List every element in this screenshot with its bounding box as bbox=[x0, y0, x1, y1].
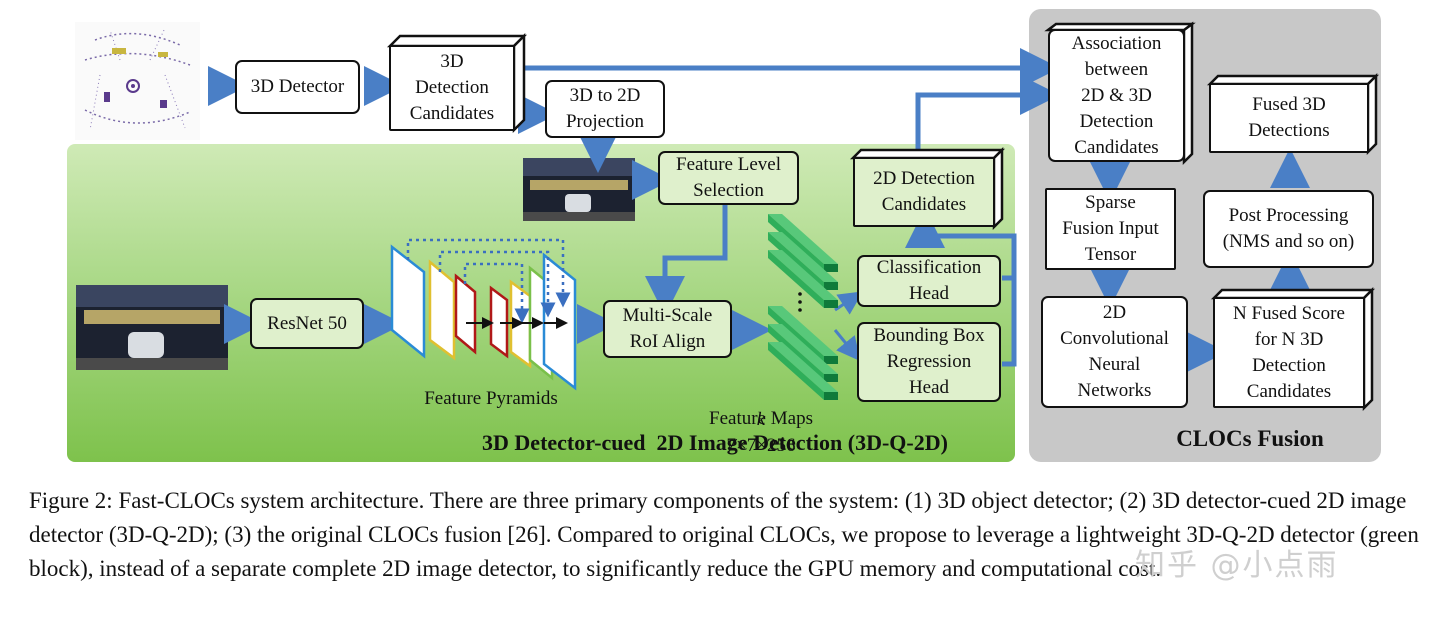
classification-head-box: Classification Head bbox=[857, 255, 1001, 307]
feature-maps-label: Feature Maps bbox=[709, 408, 813, 429]
resnet-box: ResNet 50 bbox=[250, 298, 364, 349]
fused-score-box: N Fused Score for N 3D Detection Candida… bbox=[1213, 297, 1365, 408]
sparse-tensor-box: Sparse Fusion Input Tensor bbox=[1045, 188, 1176, 270]
figure-caption: Figure 2: Fast-CLOCs system architecture… bbox=[29, 488, 1419, 581]
camera-image-small bbox=[523, 158, 635, 221]
feature-level-selection-box: Feature Level Selection bbox=[658, 151, 799, 205]
lidar-point-cloud-image bbox=[75, 22, 200, 140]
detector-3d-box: 3D Detector bbox=[235, 60, 360, 114]
feature-map-cubes bbox=[768, 214, 838, 400]
flow-arrows bbox=[208, 48, 1310, 372]
feature-pyramids-label: Feature Pyramids bbox=[424, 388, 558, 409]
feature-maps-dims-label: k 7×7×256 bbox=[683, 381, 839, 459]
camera-image-large bbox=[76, 285, 228, 370]
roi-align-box: Multi-Scale RoI Align bbox=[603, 300, 732, 358]
bbox-regression-head-box: Bounding Box Regression Head bbox=[857, 322, 1001, 402]
association-box: Association between 2D & 3D Detection Ca… bbox=[1048, 29, 1185, 162]
green-region-title: 3D Detector-cued 2D Image Detection (3D-… bbox=[482, 430, 948, 455]
diagram-svg bbox=[75, 21, 1380, 412]
post-processing-box: Post Processing (NMS and so on) bbox=[1203, 190, 1374, 268]
feature-pyramid-planes bbox=[390, 244, 577, 391]
architecture-diagram: 3D Detector 3D Detection Candidates 3D t… bbox=[67, 9, 1381, 462]
fused-3d-detections-box: Fused 3D Detections bbox=[1209, 83, 1369, 153]
watermark: 知乎 @小点雨 bbox=[1135, 548, 1339, 583]
gray-region-title: CLOCs Fusion bbox=[1176, 426, 1324, 451]
candidates-2d-box: 2D Detection Candidates bbox=[853, 157, 995, 227]
feature-maps-dims: 7×7×256 bbox=[726, 435, 796, 456]
cnn-2d-box: 2D Convolutional Neural Networks bbox=[1041, 296, 1188, 408]
feature-maps-k: k bbox=[756, 409, 766, 430]
projection-box: 3D to 2D Projection bbox=[545, 80, 665, 138]
candidates-3d-box: 3D Detection Candidates bbox=[389, 45, 515, 131]
